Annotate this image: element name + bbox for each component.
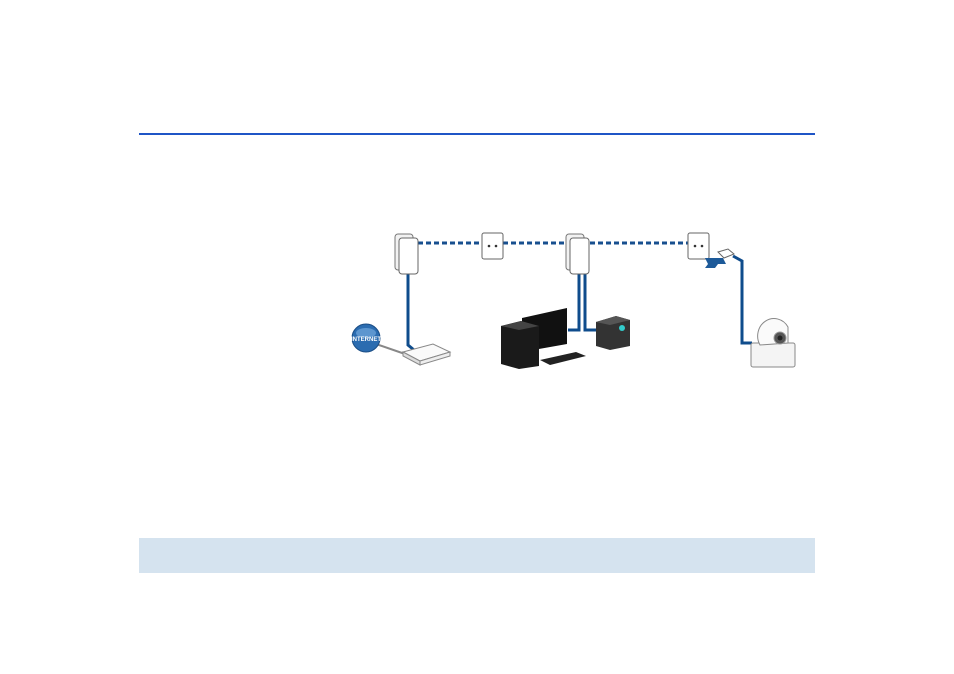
- arrow-icon: [705, 258, 726, 268]
- wall-socket-2: [687, 232, 710, 260]
- network-storage-icon: [596, 316, 630, 350]
- powerline-adapter-left: [394, 233, 419, 275]
- power-plug-icon: [717, 248, 735, 259]
- router-icon: [401, 343, 452, 366]
- wall-socket-1: [481, 232, 504, 260]
- ethernet-cables: [406, 254, 752, 352]
- internet-globe-icon: INTERNET: [351, 323, 406, 355]
- powerline-adapter-middle: [565, 233, 590, 275]
- footer-band: [139, 538, 815, 573]
- header-rule: [139, 133, 815, 135]
- internet-label: INTERNET: [351, 337, 381, 343]
- desktop-computer-icon: [501, 308, 586, 369]
- ip-camera-icon: [750, 318, 796, 368]
